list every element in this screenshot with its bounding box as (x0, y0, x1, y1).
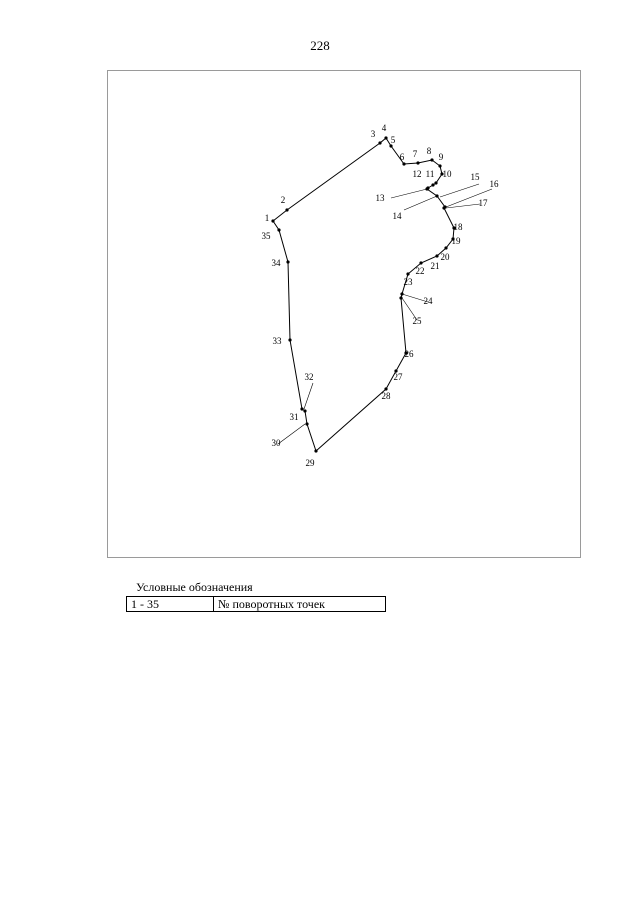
point-marker (438, 164, 442, 168)
point-label: 6 (400, 152, 405, 162)
legend-symbol: 1 - 35 (126, 596, 214, 612)
point-marker (400, 292, 404, 296)
point-markers (271, 136, 456, 453)
point-label: 11 (426, 169, 435, 179)
point-label: 34 (272, 258, 282, 268)
point-label: 33 (273, 336, 283, 346)
point-marker (431, 183, 435, 187)
point-marker (434, 181, 438, 185)
point-label: 3 (371, 129, 376, 139)
point-label: 29 (306, 458, 316, 468)
point-marker (419, 261, 423, 265)
point-label: 4 (382, 123, 387, 133)
point-label: 5 (391, 135, 396, 145)
point-label: 9 (439, 152, 444, 162)
legend-description: № поворотных точек (213, 596, 386, 612)
point-marker (384, 136, 388, 140)
point-label: 24 (424, 296, 434, 306)
point-marker (452, 226, 456, 230)
point-marker (277, 228, 281, 232)
point-marker (394, 369, 398, 373)
leader-line (401, 293, 429, 303)
point-marker (384, 387, 388, 391)
leader-line (445, 203, 481, 209)
point-marker (440, 172, 444, 176)
legend-table: 1 - 35 № поворотных точек (126, 596, 386, 612)
point-label: 23 (404, 277, 414, 287)
point-marker (451, 237, 455, 241)
leader-line (439, 183, 480, 198)
point-label: 21 (431, 261, 440, 271)
point-label: 31 (290, 412, 299, 422)
point-marker (444, 246, 448, 250)
point-marker (402, 162, 406, 166)
leader-line (445, 188, 493, 208)
point-label: 26 (405, 349, 415, 359)
point-label: 16 (490, 179, 500, 189)
boundary-polygon (272, 137, 455, 452)
point-label: 12 (413, 169, 422, 179)
point-marker (288, 338, 292, 342)
point-marker (430, 158, 434, 162)
point-label: 25 (413, 316, 423, 326)
leader-line (401, 297, 418, 321)
point-marker (305, 422, 309, 426)
point-marker (435, 254, 439, 258)
map-frame (107, 70, 581, 558)
point-label: 10 (443, 169, 453, 179)
leader-line (390, 188, 428, 199)
point-label: 18 (454, 222, 464, 232)
point-marker (389, 144, 393, 148)
point-label: 8 (427, 146, 432, 156)
point-label: 22 (416, 266, 425, 276)
leader-line (303, 382, 314, 410)
point-marker (404, 351, 408, 355)
point-label: 32 (305, 372, 314, 382)
point-marker (300, 407, 304, 411)
point-marker (425, 187, 429, 191)
point-label: 17 (479, 198, 489, 208)
legend-title: Условные обозначения (136, 580, 253, 594)
leader-line (403, 195, 438, 211)
point-marker (416, 161, 420, 165)
legend-row: 1 - 35 № поворотных точек (126, 596, 386, 612)
point-marker (271, 219, 275, 223)
leader-line (277, 423, 306, 445)
point-marker (399, 296, 403, 300)
point-label: 30 (272, 438, 282, 448)
point-marker (303, 409, 307, 413)
point-marker (435, 194, 439, 198)
point-label: 20 (441, 252, 451, 262)
point-label: 28 (382, 391, 392, 401)
point-marker (286, 260, 290, 264)
point-label: 27 (394, 372, 404, 382)
point-label: 7 (413, 149, 418, 159)
point-marker (378, 141, 382, 145)
page-number: 228 (310, 38, 330, 53)
point-label: 13 (376, 193, 386, 203)
point-marker (406, 272, 410, 276)
point-marker (285, 208, 289, 212)
leader-lines (277, 183, 493, 445)
point-label: 19 (452, 236, 462, 246)
point-marker (314, 449, 318, 453)
point-label: 14 (393, 211, 403, 221)
point-label: 15 (471, 172, 481, 182)
point-label: 2 (281, 195, 286, 205)
point-label: 35 (262, 231, 272, 241)
point-marker (442, 206, 446, 210)
point-label: 1 (265, 213, 270, 223)
